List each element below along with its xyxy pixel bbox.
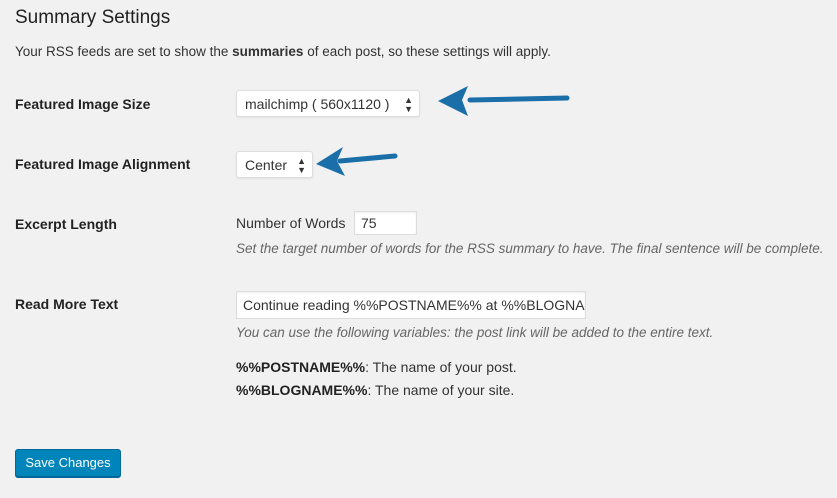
number-of-words-label: Number of Words: [236, 215, 346, 231]
label-read-more: Read More Text: [15, 296, 119, 312]
image-alignment-select[interactable]: Center ▲▼: [236, 151, 313, 178]
variable-blogname: %%BLOGNAME%%: The name of your site.: [236, 382, 515, 398]
read-more-help-text: You can use the following variables: the…: [236, 325, 714, 340]
image-size-select[interactable]: mailchimp ( 560x1120 ) ▲▼: [236, 90, 420, 117]
excerpt-length-input[interactable]: 75: [354, 211, 417, 235]
up-down-arrows-icon: ▲▼: [297, 155, 306, 175]
arrow-left-icon: [438, 86, 570, 116]
select-value: mailchimp ( 560x1120 ): [245, 96, 390, 112]
variable-postname: %%POSTNAME%%: The name of your post.: [236, 359, 517, 375]
label-excerpt-length: Excerpt Length: [15, 216, 117, 232]
excerpt-help-text: Set the target number of words for the R…: [236, 241, 824, 256]
up-down-arrows-icon: ▲▼: [404, 94, 413, 114]
select-value: Center: [245, 157, 288, 173]
page-title: Summary Settings: [15, 7, 171, 28]
label-image-size: Featured Image Size: [15, 96, 151, 112]
save-changes-button[interactable]: Save Changes: [15, 449, 121, 477]
intro-text: Your RSS feeds are set to show the summa…: [15, 44, 551, 59]
arrow-left-icon: [316, 147, 398, 176]
label-image-alignment: Featured Image Alignment: [15, 156, 191, 172]
read-more-input[interactable]: Continue reading %%POSTNAME%% at %%BLOGN…: [236, 291, 586, 319]
